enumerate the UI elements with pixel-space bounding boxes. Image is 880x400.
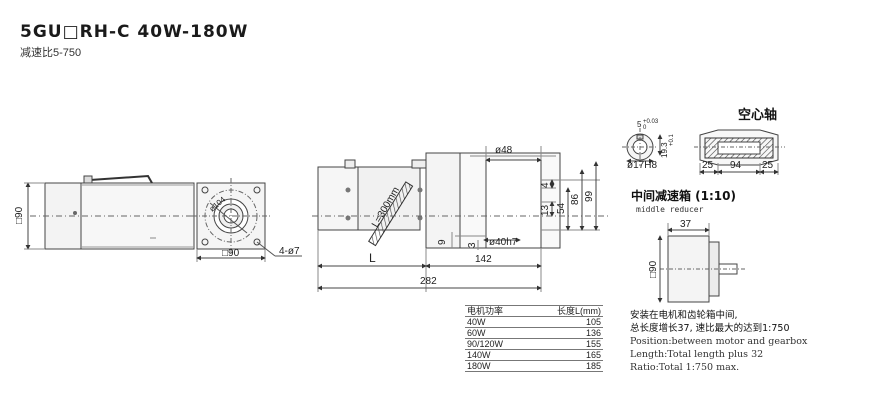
key-width-dim: 5 [637, 120, 642, 129]
key-width-tol: +0.03 [643, 119, 659, 125]
dim-13: 13 [540, 204, 551, 216]
shaft-diameter-dim: ø48 [495, 145, 513, 156]
dim-4: 4 [540, 182, 551, 188]
note-cn-line: 总长度增长37, 速比最大的达到1:750 [630, 323, 790, 334]
row-power: 90/120W [465, 338, 528, 350]
shaft-mid-len: 94 [730, 160, 742, 171]
row-length: 105 [527, 316, 603, 328]
gearbox-side-view [312, 146, 610, 292]
left-height-dim: □90 [14, 206, 25, 224]
middle-reducer-view [657, 223, 745, 303]
middle-reducer-title: 中间减速箱 (1:10) [631, 188, 736, 203]
page-subtitle: 减速比5-750 [20, 47, 82, 59]
dim-3: 3 [467, 242, 478, 248]
row-power: 180W [465, 360, 528, 372]
row-length: 185 [527, 360, 603, 372]
gear-length-dim: 142 [475, 254, 492, 265]
flange-front-view [192, 178, 302, 262]
power-length-table: 电机功率 长度L(mm) 40W 105 60W 136 90/120W 155… [465, 305, 603, 372]
key-width-tol-lo: 0 [643, 125, 647, 131]
note-en-line: Position:between motor and gearbox [630, 336, 808, 347]
dim-86: 86 [570, 193, 581, 205]
row-length: 155 [527, 338, 603, 350]
reducer-height-dim: □90 [648, 260, 659, 278]
note-en-line: Ratio:Total 1:750 max. [630, 362, 740, 373]
key-depth-dim: 19.3 [660, 142, 669, 158]
table-row: 180W 185 [465, 360, 603, 372]
installation-notes: 安装在电机和齿轮箱中间, 总长度增长37, 速比最大的达到1:750 Posit… [630, 309, 807, 374]
dim-99: 99 [584, 190, 595, 202]
mount-hole-dim: 4-ø7 [279, 246, 300, 257]
motor-side-view [24, 174, 200, 250]
hollow-shaft-side-view [694, 129, 785, 175]
page-title: 5GU□RH-C 40W-180W [20, 22, 249, 42]
row-length: 165 [527, 349, 603, 361]
table-row: 140W 165 [465, 349, 603, 361]
flange-width-dim: □90 [222, 248, 240, 259]
hollow-bore-dim: ø40h7 [489, 237, 518, 248]
dim-54: 54 [556, 202, 567, 214]
hollow-shaft-end-view [622, 128, 663, 166]
row-power: 40W [465, 316, 528, 328]
note-cn-line: 安装在电机和齿轮箱中间, [630, 310, 738, 321]
table-row: 60W 136 [465, 327, 603, 339]
table-row: 40W 105 [465, 316, 603, 328]
total-length-dim: 282 [420, 276, 437, 287]
key-depth-tol: +0.1 [669, 133, 675, 146]
bore-diameter-dim: ø17H8 [627, 160, 657, 171]
table-row: 90/120W 155 [465, 338, 603, 350]
row-power: 60W [465, 327, 528, 339]
reducer-width-dim: 37 [680, 219, 692, 230]
hollow-shaft-title: 空心轴 [738, 107, 777, 123]
row-length: 136 [527, 327, 603, 339]
length-l-dim: L [369, 251, 376, 265]
middle-reducer-subtitle: middle reducer [636, 205, 704, 214]
dim-9: 9 [437, 239, 448, 245]
shaft-left-len: 25 [702, 160, 714, 171]
table-header-row: 电机功率 长度L(mm) [465, 305, 603, 317]
shaft-right-len: 25 [762, 160, 774, 171]
col-power-header: 电机功率 [465, 305, 528, 317]
row-power: 140W [465, 349, 528, 361]
col-length-header: 长度L(mm) [527, 305, 603, 317]
note-en-line: Length:Total length plus 32 [630, 349, 764, 360]
